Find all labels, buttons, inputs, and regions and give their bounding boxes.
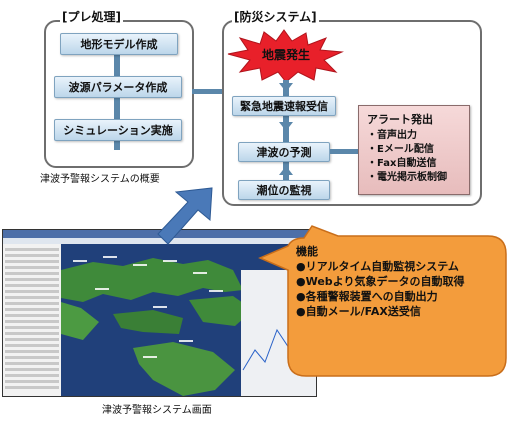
alert-item: ・Eメール配信: [367, 144, 434, 155]
alert-item: ・電光掲示板制御: [367, 172, 447, 183]
feature-item: ●Webより気象データの自動取得: [296, 275, 465, 288]
step-tsunami-forecast: 津波の予測: [238, 142, 330, 162]
panel-connector: [192, 89, 224, 94]
alert-box: アラート発出 ・音声出力 ・Eメール配信 ・Fax自動送信 ・電光掲示板制御: [358, 105, 470, 195]
arrow-up: [279, 166, 293, 175]
earthquake-label: 地震発生: [262, 48, 311, 62]
disaster-system-title: [防災システム]: [232, 8, 319, 25]
feature-item: ●自動メール/FAX送受信: [296, 305, 421, 318]
alert-item: ・Fax自動送信: [367, 158, 437, 169]
step-source-parameters: 波源パラメータ作成: [54, 76, 182, 98]
step-eew-receive: 緊急地震速報受信: [232, 96, 336, 116]
alert-item: ・音声出力: [367, 130, 417, 141]
feature-item: ●リアルタイム自動監視システム: [296, 260, 459, 273]
overview-caption: 津波予警報システムの概要: [40, 174, 160, 185]
earthquake-burst-icon: [227, 29, 344, 82]
alert-connector: [330, 149, 360, 154]
step-simulation: シミュレーション実施: [54, 119, 182, 141]
pre-connector: [114, 50, 120, 150]
step-terrain-model: 地形モデル作成: [60, 33, 178, 55]
feature-callout-shape: [258, 225, 507, 377]
alert-title: アラート発出: [367, 113, 433, 126]
system-screenshot-image: [3, 230, 316, 396]
arrow-down-2: [279, 122, 293, 131]
arrow-down-1: [279, 83, 293, 92]
step-tide-monitoring: 潮位の監視: [238, 180, 330, 200]
features-title: 機能: [296, 245, 318, 258]
feature-item: ●各種警報装置への自動出力: [296, 290, 438, 303]
screen-caption: 津波予警報システム画面: [102, 405, 212, 416]
pre-processing-title: [プレ処理]: [60, 8, 123, 25]
flow-arrow-icon: [157, 187, 213, 245]
features-list: 機能 ●リアルタイム自動監視システム ●Webより気象データの自動取得 ●各種警…: [296, 244, 464, 319]
